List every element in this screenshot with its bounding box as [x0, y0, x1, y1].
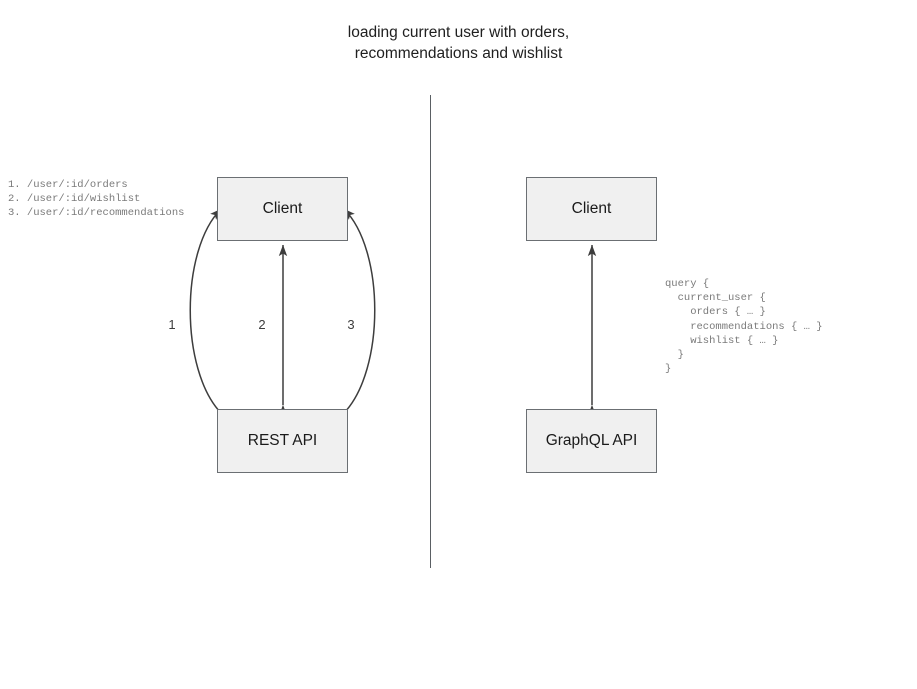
- node-client-rest[interactable]: Client: [217, 177, 348, 241]
- node-rest-api-label: REST API: [247, 432, 318, 449]
- edge-label-3: 3: [347, 317, 355, 332]
- node-client-graphql-label: Client: [571, 200, 612, 217]
- node-graphql-api-label: GraphQL API: [545, 432, 638, 449]
- node-rest-api[interactable]: REST API: [217, 409, 348, 473]
- node-client-rest-label: Client: [262, 200, 303, 217]
- page-title: loading current user with orders, recomm…: [347, 24, 570, 62]
- node-graphql-api[interactable]: GraphQL API: [526, 409, 657, 473]
- rest-endpoint-legend: 1. /user/:id/orders 2. /user/:id/wishlis…: [8, 179, 185, 220]
- edge-1-path: [189, 208, 232, 424]
- node-client-graphql[interactable]: Client: [526, 177, 657, 241]
- graphql-query-block: query { current_user { orders { … } reco…: [665, 278, 823, 376]
- edge-label-1: 1: [168, 317, 176, 332]
- panel-divider: [430, 95, 431, 568]
- edge-3-path: [333, 208, 376, 424]
- edge-label-2: 2: [258, 317, 266, 332]
